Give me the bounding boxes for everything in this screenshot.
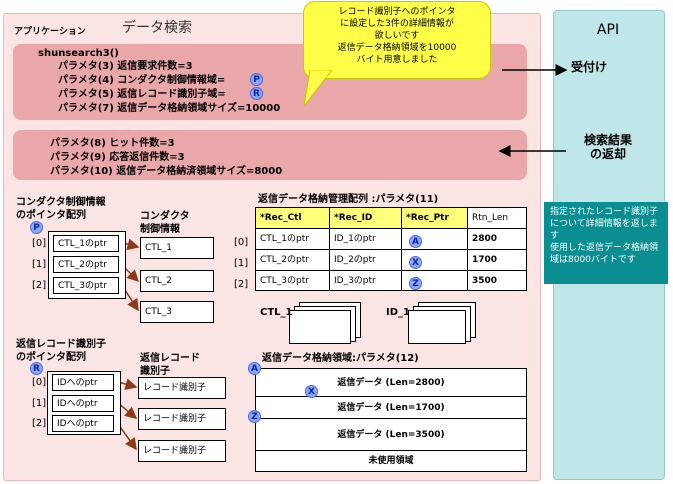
mgmt-row-3-ctl: CTL_3のptr (256, 271, 330, 290)
request-param-7: パラメタ(7) 返信データ格納領域サイズ=10000 (58, 103, 281, 114)
mgmt-row-2-id: ID_2のptr (330, 250, 402, 271)
mgmt-row-3-ptr-cell (402, 271, 468, 290)
mgmt-index-0: [0] (234, 237, 249, 248)
bubble-tail (303, 70, 333, 107)
diagram-title: データ検索 (122, 20, 192, 36)
mgmt-row-2-ptr-cell (402, 250, 468, 271)
api-accept-label: 受付け (571, 60, 608, 74)
function-name: shunsearch3() (38, 48, 119, 59)
mgmt-row-1-ctl: CTL_1のptr (256, 229, 330, 250)
mgmt-table-title: 返信データ格納管理配列 :パラメタ(11) (258, 194, 439, 205)
rec-id-box-3: レコード識別子 (138, 440, 226, 462)
rec-ptr-1: IDへのptr (52, 395, 114, 412)
marker-p: P (250, 73, 263, 86)
mgmt-row-1-id: ID_1のptr (330, 229, 402, 250)
request-param-3: パラメタ(3) 返信要求件数=3 (58, 61, 193, 72)
mgmt-row-1-ptr-cell (402, 229, 468, 250)
marker-z-data: Z (248, 410, 261, 423)
request-param-5: パラメタ(5) 返信レコード識別子域= (58, 89, 226, 100)
api-result-label-2: の返却 (589, 147, 626, 161)
mgmt-header-rec-ptr: *Rec_Ptr (402, 208, 468, 229)
cond-ptr-1: CTL_2のptr (53, 256, 119, 273)
mgmt-header-rec-id: *Rec_ID (330, 208, 402, 229)
data-storage-area: 返信データ (Len=2800) 返信データ (Len=1700) 返信データ … (255, 368, 527, 472)
ctl-box-2: CTL_2 (140, 270, 214, 292)
marker-x-data: X (305, 385, 318, 398)
mgmt-header-rec-ctl: *Rec_Ctl (256, 208, 330, 229)
rec-ptr-title-1: 返信レコード識別子 (16, 339, 106, 350)
data-row-3: 返信データ (Len=3500) (256, 419, 526, 451)
data-row-1: 返信データ (Len=2800) (256, 369, 526, 397)
cond-index-1: [1] (32, 259, 47, 270)
cond-index-2: [2] (32, 280, 47, 291)
rec-index-2: [2] (32, 418, 47, 429)
mgmt-table: *Rec_Ctl *Rec_ID *Rec_Ptr Rtn_Len CTL_1の… (255, 207, 527, 291)
ctl-box-3: CTL_3 (140, 301, 214, 323)
marker-p-array: P (30, 221, 43, 234)
result-param-10: パラメタ(10) 返信データ格納済領域サイズ=8000 (50, 166, 283, 177)
result-param-9: パラメタ(9) 応答返信件数=3 (50, 152, 185, 163)
cond-index-0: [0] (32, 238, 47, 249)
marker-r: R (250, 87, 263, 100)
api-title: API (596, 22, 620, 38)
ctl-stack-front (289, 310, 351, 344)
mgmt-row-3-len: 3500 (472, 275, 498, 286)
api-note: 指定されたレコード識別子について詳細情報を返します 使用した返信データ格納領域は… (544, 202, 668, 284)
rec-ptr-2: IDへのptr (52, 415, 114, 432)
rec-id-title-2: 識別子 (140, 366, 170, 377)
mgmt-row-2-ctl: CTL_2のptr (256, 250, 330, 271)
id-stack-label: ID_1 (386, 307, 410, 318)
rec-index-0: [0] (32, 377, 47, 388)
rec-id-title-1: 返信レコード (140, 353, 200, 364)
marker-x-table: X (409, 256, 422, 269)
rec-id-box-1: レコード識別子 (138, 377, 226, 399)
cond-ptr-title-1: コンダクタ制御情報 (16, 197, 106, 208)
cond-ptr-title-2: のポインタ配列 (16, 210, 86, 221)
cond-info-title-2: 制御情報 (140, 224, 180, 235)
cond-ptr-2: CTL_3のptr (53, 277, 119, 294)
rec-index-1: [1] (32, 398, 47, 409)
result-param-8: パラメタ(8) ヒット件数=3 (50, 138, 175, 149)
id-stack-front (408, 310, 466, 344)
marker-a-table: A (409, 235, 422, 248)
api-result-label-1: 検索結果 (583, 133, 632, 147)
marker-a-data: A (248, 362, 261, 375)
ctl-box-1: CTL_1 (140, 237, 214, 259)
mgmt-row-1-len: 2800 (468, 229, 526, 250)
cond-info-title-1: コンダクタ (140, 211, 190, 222)
mgmt-header-rtn-len: Rtn_Len (468, 208, 526, 229)
data-row-2: 返信データ (Len=1700) (256, 397, 526, 419)
cond-ptr-0: CTL_1のptr (53, 235, 119, 252)
application-label: アプリケーション (14, 27, 86, 37)
rec-ptr-title-2: のポインタ配列 (16, 352, 86, 363)
rec-id-box-2: レコード識別子 (138, 408, 226, 430)
data-row-unused: 未使用領域 (368, 456, 414, 466)
mgmt-row-3-id: ID_3のptr (330, 271, 402, 290)
rec-ptr-0: IDへのptr (52, 374, 114, 391)
ctl-stack-label: CTL_1 (260, 307, 293, 318)
marker-r-array: R (30, 362, 43, 375)
marker-z-table: Z (409, 277, 422, 290)
data-area-title: 返信データ格納領域:パラメタ(12) (262, 353, 419, 364)
request-param-4: パラメタ(4) コンダクタ制御情報域= (58, 75, 226, 86)
call-box-result (13, 130, 527, 180)
mgmt-index-1: [1] (234, 258, 249, 269)
mgmt-index-2: [2] (234, 279, 249, 290)
request-speech-bubble: レコード識別子へのポインタ に設定した3件の詳細情報が 欲しいです 返信データ格… (303, 1, 491, 79)
mgmt-row-2-len: 1700 (468, 250, 526, 271)
